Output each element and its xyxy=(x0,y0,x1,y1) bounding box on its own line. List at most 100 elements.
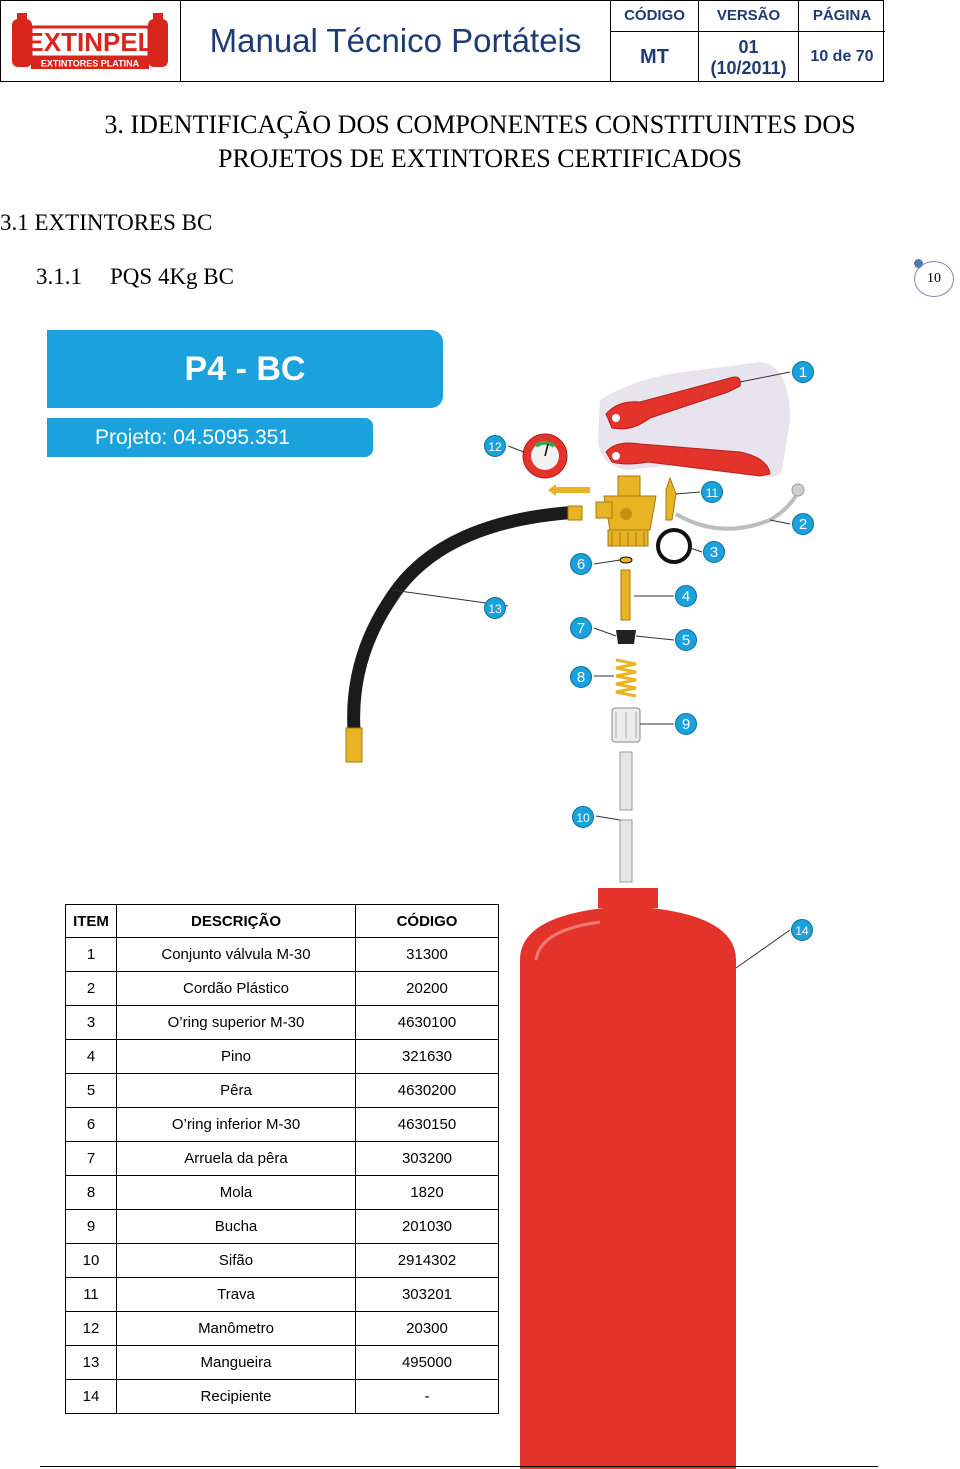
callout-number: 13 xyxy=(484,597,506,619)
company-logo: EXTINPEL EXTINTORES PLATINA xyxy=(1,1,181,81)
cell-description: Arruela da pêra xyxy=(116,1141,356,1176)
cell-description: Pino xyxy=(116,1039,356,1074)
callout-number: 1 xyxy=(792,361,814,383)
cell-description: Recipiente xyxy=(116,1379,356,1414)
cell-code: 495000 xyxy=(355,1345,499,1380)
cell-item: 9 xyxy=(65,1209,117,1244)
cell-code: - xyxy=(355,1379,499,1414)
cell-item: 8 xyxy=(65,1175,117,1210)
valve-lever-icon xyxy=(605,376,771,477)
cell-code: 303200 xyxy=(355,1141,499,1176)
cell-item: 3 xyxy=(65,1005,117,1040)
cell-item: 13 xyxy=(65,1345,117,1380)
valve-body-icon xyxy=(595,475,657,547)
callout-number: 6 xyxy=(570,553,592,575)
cell-item: 14 xyxy=(65,1379,117,1414)
extinguisher-logo-icon: EXTINPEL EXTINTORES PLATINA xyxy=(12,13,168,69)
callout-number: 10 xyxy=(572,806,594,828)
page-marker: 10 xyxy=(914,261,954,297)
page-value: 10 de 70 xyxy=(810,48,874,65)
cell-item: 7 xyxy=(65,1141,117,1176)
callout-number: 3 xyxy=(703,541,725,563)
callout-number: 5 xyxy=(675,629,697,651)
document-header: EXTINPEL EXTINTORES PLATINA Manual Técni… xyxy=(0,0,885,82)
cell-code: 20300 xyxy=(355,1311,499,1346)
page-label: PÁGINA xyxy=(799,1,885,32)
cell-code: 201030 xyxy=(355,1209,499,1244)
version-cell: VERSÃO 01 (10/2011) xyxy=(699,1,799,81)
page-cell: PÁGINA 10 de 70 xyxy=(799,1,885,81)
callout-number: 8 xyxy=(570,666,592,688)
cell-code: 31300 xyxy=(355,937,499,972)
logo-brand: EXTINPEL xyxy=(26,27,153,57)
upper-oring-icon xyxy=(656,528,692,564)
model-banner: P4 - BC xyxy=(47,330,443,408)
version-value: 01 (10/2011) xyxy=(710,37,787,78)
manual-title-cell: Manual Técnico Portáteis xyxy=(181,1,611,81)
cell-description: Conjunto válvula M-30 xyxy=(116,937,356,972)
siphon-tube-icon xyxy=(619,751,633,811)
subsubsection-heading: 3.1.1 PQS 4Kg BC xyxy=(36,264,234,290)
cell-item: 5 xyxy=(65,1073,117,1108)
code-value: MT xyxy=(640,46,669,68)
section-title: 3. IDENTIFICAÇÃO DOS COMPONENTES CONSTIT… xyxy=(104,110,856,173)
table-header-row: ITEM DESCRIÇÃO CÓDIGO xyxy=(65,904,499,938)
cell-code: 2914302 xyxy=(355,1243,499,1278)
pin-icon xyxy=(620,569,631,621)
cell-item: 11 xyxy=(65,1277,117,1312)
callout-number: 9 xyxy=(675,713,697,735)
subsection-title: 3.1 EXTINTORES BC xyxy=(0,210,213,235)
callout-number: 4 xyxy=(675,585,697,607)
version-label: VERSÃO xyxy=(699,1,798,32)
logo-tagline: EXTINTORES PLATINA xyxy=(41,59,140,69)
cell-description: O’ring superior M-30 xyxy=(116,1005,356,1040)
column-header-description: DESCRIÇÃO xyxy=(116,904,356,938)
cell-description: Mola xyxy=(116,1175,356,1210)
footer-rule xyxy=(40,1466,878,1467)
cell-item: 6 xyxy=(65,1107,117,1142)
lower-oring-icon xyxy=(619,556,633,564)
cell-code: 4630200 xyxy=(355,1073,499,1108)
hose-icon xyxy=(347,505,581,731)
code-cell: CÓDIGO MT xyxy=(611,1,699,81)
cell-description: O’ring inferior M-30 xyxy=(116,1107,356,1142)
cell-item: 1 xyxy=(65,937,117,972)
cell-code: 4630100 xyxy=(355,1005,499,1040)
cell-code: 1820 xyxy=(355,1175,499,1210)
cell-item: 10 xyxy=(65,1243,117,1278)
callout-number: 14 xyxy=(791,919,813,941)
cell-item: 2 xyxy=(65,971,117,1006)
callout-leaders xyxy=(391,371,791,969)
column-header-code: CÓDIGO xyxy=(355,904,499,938)
subsubsection-number: 3.1.1 xyxy=(36,264,82,289)
cell-code: 321630 xyxy=(355,1039,499,1074)
cell-description: Mangueira xyxy=(116,1345,356,1380)
callout-number: 2 xyxy=(792,513,814,535)
cell-description: Manômetro xyxy=(116,1311,356,1346)
cell-item: 4 xyxy=(65,1039,117,1074)
cell-description: Sifão xyxy=(116,1243,356,1278)
arrow-icon xyxy=(548,484,590,496)
cell-description: Pêra xyxy=(116,1073,356,1108)
subsubsection-title: PQS 4Kg BC xyxy=(110,264,234,289)
column-header-item: ITEM xyxy=(65,904,117,938)
cell-description: Bucha xyxy=(116,1209,356,1244)
code-label: CÓDIGO xyxy=(611,1,698,32)
project-banner: Projeto: 04.5095.351 xyxy=(47,418,373,457)
plastic-cord-icon xyxy=(674,491,800,531)
safety-pin-icon xyxy=(665,476,677,521)
